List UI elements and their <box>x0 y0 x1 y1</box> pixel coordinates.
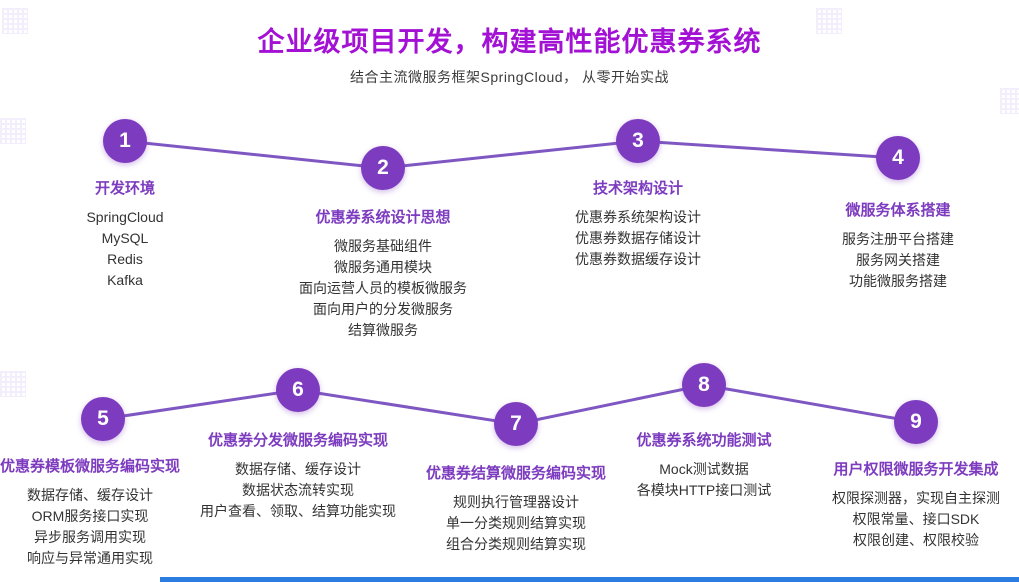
section-item: 结算微服务 <box>348 322 418 338</box>
section-item: 优惠券系统架构设计 <box>575 209 701 225</box>
section-permission-service: 用户权限微服务开发集成 权限探测器，实现自主探测权限常量、接口SDK 权限创建、权… <box>766 458 1019 551</box>
section-microservice-setup: 微服务体系搭建 服务注册平台搭建服务网关搭建功能微服务搭建 <box>748 199 1019 292</box>
section-items: 数据存储、缓存设计 ORM服务接口实现异步服务调用实现响应与异常通用实现 <box>0 485 240 569</box>
step-circle-7: 7 <box>494 402 538 446</box>
watermark-pattern <box>2 8 28 34</box>
watermark-pattern <box>816 8 842 34</box>
section-item: 面向用户的分发微服务 <box>313 301 453 317</box>
step-circle-5: 5 <box>81 397 125 441</box>
section-items: 数据存储、缓存设计数据状态流转实现用户查看、领取、结算功能实现 <box>148 459 448 522</box>
step-circle-1: 1 <box>103 119 147 163</box>
watermark-pattern <box>0 118 26 144</box>
section-item: 单一分类规则结算实现 <box>446 515 586 531</box>
section-item: 优惠券数据缓存设计 <box>575 251 701 267</box>
bottom-accent-bar <box>160 577 1019 582</box>
section-item: 优惠券数据存储设计 <box>575 230 701 246</box>
section-items: 规则执行管理器设计单一分类规则结算实现组合分类规则结算实现 <box>366 492 666 555</box>
section-template-service: 优惠券模板微服务编码实现 数据存储、缓存设计 ORM服务接口实现异步服务调用实现响… <box>0 455 240 569</box>
section-item: MySQL <box>101 230 149 246</box>
section-items: 优惠券系统架构设计优惠券数据存储设计优惠券数据缓存设计 <box>488 207 788 270</box>
step-circle-3: 3 <box>616 119 660 163</box>
section-items: Mock测试数据各模块HTTP接口测试 <box>554 459 854 501</box>
section-title: 优惠券分发微服务编码实现 <box>207 432 388 449</box>
section-title: 用户权限微服务开发集成 <box>833 461 999 478</box>
section-coupon-system-design: 优惠券系统设计思想 微服务基础组件微服务通用模块面向运营人员的模板微服务面向用户… <box>233 206 533 341</box>
section-items: 服务注册平台搭建服务网关搭建功能微服务搭建 <box>748 229 1019 292</box>
step-circle-9: 9 <box>894 400 938 444</box>
section-item: Mock测试数据 <box>659 461 749 477</box>
section-items: 微服务基础组件微服务通用模块面向运营人员的模板微服务面向用户的分发微服务结算微服… <box>233 236 533 341</box>
section-item: ORM服务接口实现 <box>31 508 149 524</box>
step-circle-2: 2 <box>361 146 405 190</box>
section-item: 微服务基础组件 <box>334 238 432 254</box>
section-title: 优惠券系统设计思想 <box>315 209 451 226</box>
watermark-pattern <box>0 371 26 397</box>
section-item: 面向运营人员的模板微服务 <box>299 280 467 296</box>
page-title: 企业级项目开发，构建高性能优惠券系统 <box>257 27 762 57</box>
section-item: Kafka <box>107 272 143 288</box>
section-item: 服务网关搭建 <box>856 252 940 268</box>
section-title: 开发环境 <box>94 180 155 197</box>
section-item: 各模块HTTP接口测试 <box>636 482 772 498</box>
section-title: 优惠券模板微服务编码实现 <box>0 458 180 475</box>
section-item: 数据存储、缓存设计 <box>235 461 361 477</box>
step-circle-8: 8 <box>682 363 726 407</box>
section-item: SpringCloud <box>86 209 164 225</box>
section-settlement-service: 优惠券结算微服务编码实现 规则执行管理器设计单一分类规则结算实现组合分类规则结算… <box>366 462 666 555</box>
section-item: 数据存储、缓存设计 <box>27 487 153 503</box>
connector-top-row <box>124 139 899 170</box>
section-functional-testing: 优惠券系统功能测试 Mock测试数据各模块HTTP接口测试 <box>554 429 854 501</box>
section-title: 微服务体系搭建 <box>845 202 951 219</box>
section-item: 权限探测器，实现自主探测 <box>832 490 1000 506</box>
section-tech-architecture: 技术架构设计 优惠券系统架构设计优惠券数据存储设计优惠券数据缓存设计 <box>488 177 788 270</box>
section-title: 技术架构设计 <box>592 180 683 197</box>
section-title: 优惠券系统功能测试 <box>636 432 772 449</box>
step-circle-6: 6 <box>276 368 320 412</box>
section-items: 权限探测器，实现自主探测权限常量、接口SDK 权限创建、权限校验 <box>766 488 1019 551</box>
section-item: 规则执行管理器设计 <box>453 494 579 510</box>
section-item: 响应与异常通用实现 <box>27 550 153 566</box>
section-item: 权限创建、权限校验 <box>853 532 979 548</box>
page-subtitle: 结合主流微服务框架SpringCloud， 从零开始实战 <box>350 69 669 85</box>
section-item: Redis <box>107 251 143 267</box>
watermark-pattern <box>1000 88 1019 114</box>
section-item: 用户查看、领取、结算功能实现 <box>200 503 396 519</box>
section-distribution-service: 优惠券分发微服务编码实现 数据存储、缓存设计数据状态流转实现用户查看、领取、结算… <box>148 429 448 522</box>
section-item: 权限常量、接口SDK <box>852 511 980 527</box>
section-item: 功能微服务搭建 <box>849 273 947 289</box>
section-item: 服务注册平台搭建 <box>842 231 954 247</box>
section-item: 微服务通用模块 <box>334 259 432 275</box>
section-item: 组合分类规则结算实现 <box>446 536 586 552</box>
section-item: 异步服务调用实现 <box>34 529 146 545</box>
step-circle-4: 4 <box>876 136 920 180</box>
section-item: 数据状态流转实现 <box>242 482 354 498</box>
section-title: 优惠券结算微服务编码实现 <box>425 465 606 482</box>
